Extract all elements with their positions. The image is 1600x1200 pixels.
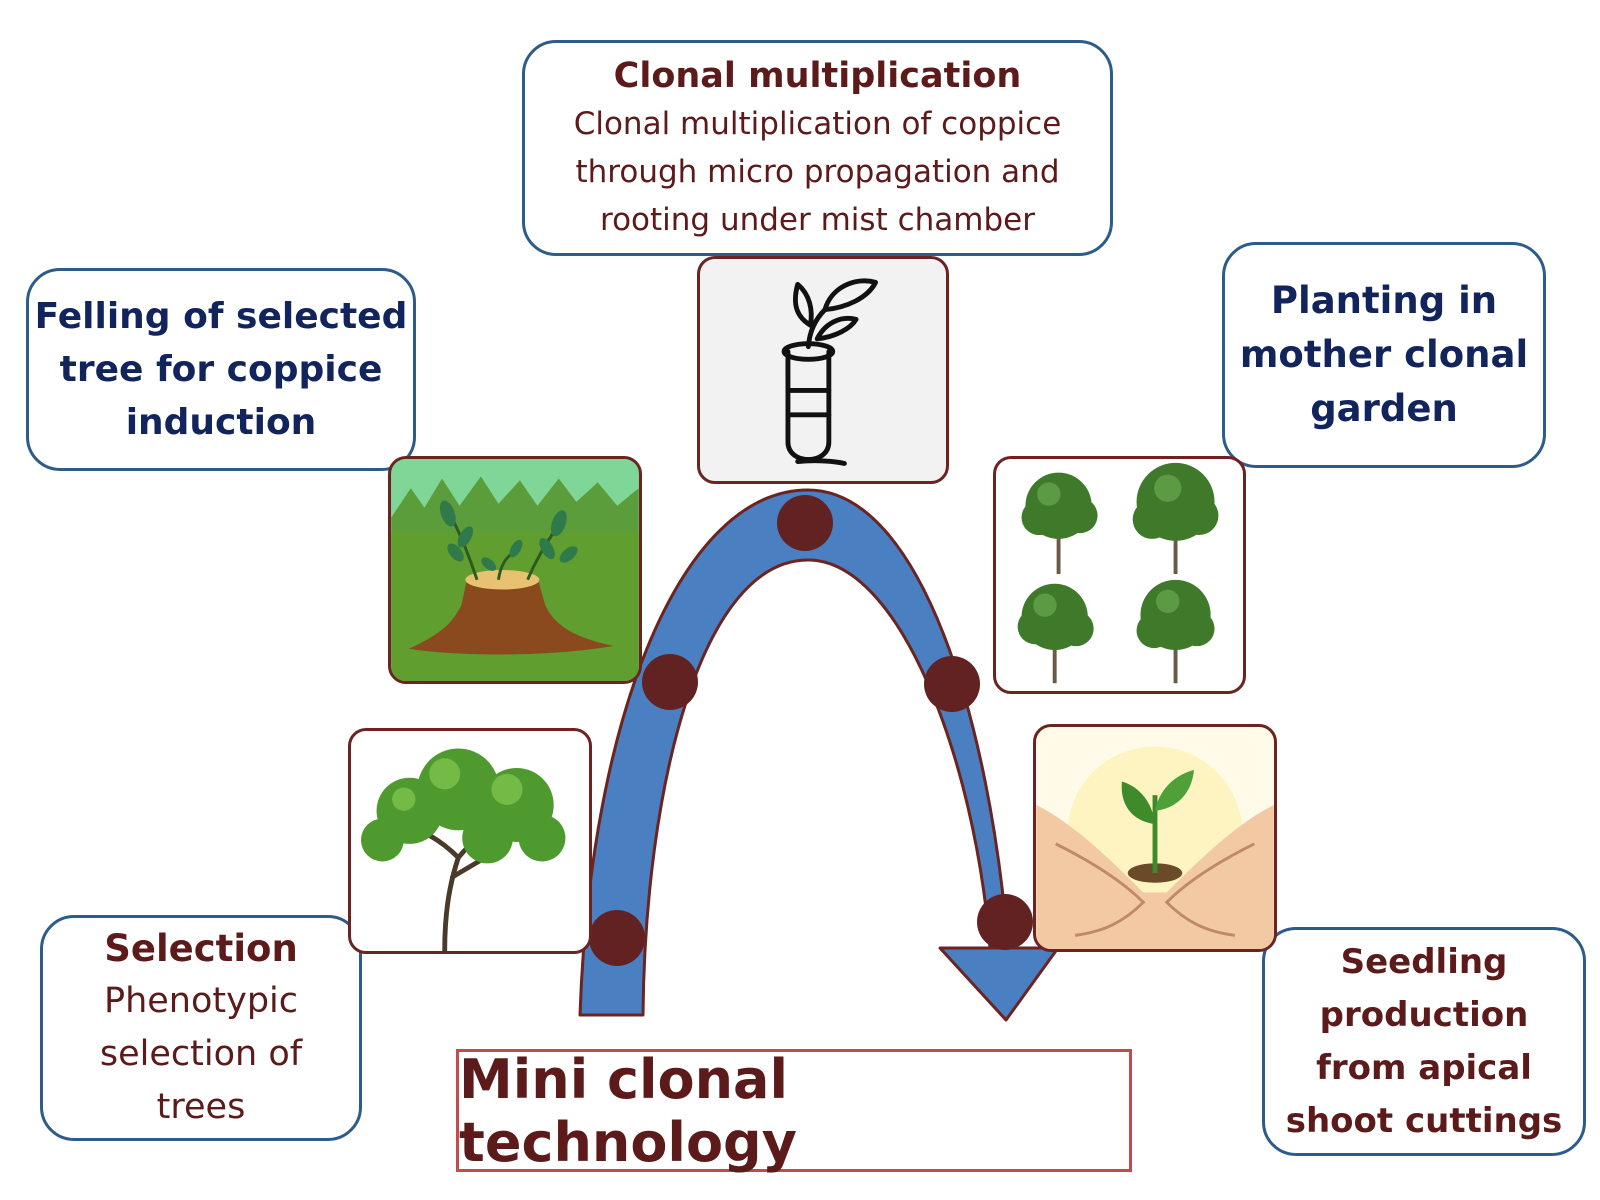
mother-trees-icon bbox=[993, 456, 1246, 694]
selection-box: Selection Phenotypic selection of trees bbox=[40, 915, 362, 1141]
selected-tree-icon bbox=[348, 728, 592, 954]
planting-line-2: mother clonal bbox=[1239, 333, 1529, 376]
seedling-in-hands-icon bbox=[1033, 724, 1277, 952]
planting-line-3: garden bbox=[1310, 387, 1458, 430]
clonal-multiplication-heading: Clonal multiplication bbox=[613, 56, 1022, 96]
arch-arrow-body bbox=[578, 488, 1060, 1022]
test-tube-plantlet-icon bbox=[697, 256, 949, 484]
selection-line-1: Phenotypic bbox=[103, 981, 299, 1021]
clonal-multiplication-line-2: through micro propagation and bbox=[575, 154, 1060, 190]
clonal-multiplication-line-3: rooting under mist chamber bbox=[600, 202, 1035, 238]
clonal-multiplication-line-1: Clonal multiplication of coppice bbox=[573, 106, 1062, 142]
seedling-box: Seedling production from apical shoot cu… bbox=[1262, 927, 1586, 1156]
step-dot-felling bbox=[642, 654, 698, 710]
felling-line-2: tree for coppice bbox=[59, 349, 383, 390]
felling-box: Felling of selected tree for coppice ind… bbox=[26, 268, 416, 471]
seedling-line-4: shoot cuttings bbox=[1285, 1100, 1563, 1141]
diagram-title: Mini clonal technology bbox=[459, 1047, 797, 1174]
step-dot-selection bbox=[589, 910, 645, 966]
selection-line-3: trees bbox=[156, 1087, 246, 1127]
coppiced-stump-icon bbox=[388, 456, 642, 684]
step-dot-planting bbox=[924, 656, 980, 712]
clonal-multiplication-box: Clonal multiplication Clonal multiplicat… bbox=[522, 40, 1113, 256]
seedling-line-1: Seedling bbox=[1340, 941, 1508, 982]
seedling-line-3: from apical bbox=[1316, 1047, 1532, 1088]
planting-line-1: Planting in bbox=[1270, 279, 1498, 322]
felling-line-1: Felling of selected bbox=[34, 296, 408, 337]
planting-box: Planting in mother clonal garden bbox=[1222, 242, 1546, 468]
step-dot-seedling bbox=[977, 894, 1033, 950]
selection-heading: Selection bbox=[104, 927, 298, 970]
felling-line-3: induction bbox=[125, 402, 317, 443]
diagram-title-box: Mini clonal technology bbox=[456, 1047, 1132, 1174]
selection-line-2: selection of bbox=[99, 1034, 303, 1074]
seedling-line-2: production bbox=[1319, 994, 1529, 1035]
step-dot-clonal bbox=[777, 495, 833, 551]
